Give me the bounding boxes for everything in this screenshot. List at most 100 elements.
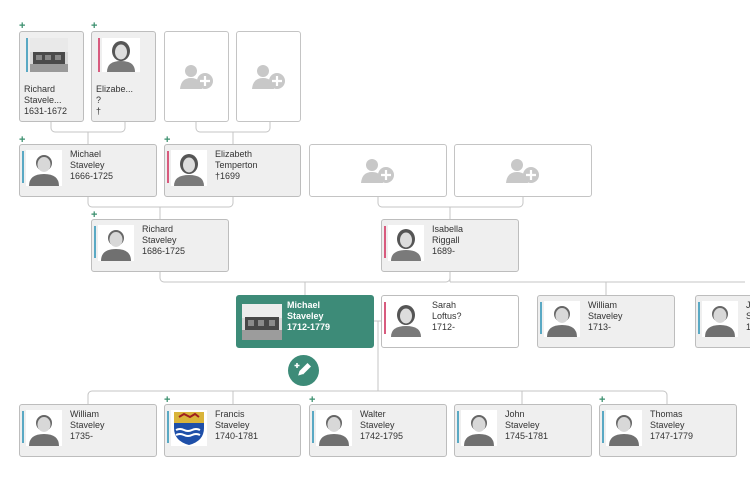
person-surname: Staveley — [588, 311, 623, 321]
person-name: Michael — [287, 300, 321, 310]
person-name: Richard — [24, 84, 56, 94]
male-avatar-icon — [461, 410, 497, 446]
person-name: Walter — [360, 409, 386, 419]
add-person-icon — [506, 158, 539, 183]
person-surname: Staveley — [215, 420, 250, 430]
plus-icon[interactable]: + — [19, 134, 26, 146]
gender-bar — [98, 38, 100, 72]
person-dates: 1631-1672 — [24, 106, 68, 116]
person-dates: 1742-1795 — [360, 431, 404, 441]
plus-icon[interactable]: + — [164, 134, 171, 146]
child-card[interactable]: William Staveley 1735- — [19, 404, 157, 457]
gender-bar — [22, 411, 24, 443]
person-name: Richard — [142, 224, 174, 234]
person-dates: † — [96, 106, 102, 116]
sibling-card[interactable]: William Staveley 1713- — [537, 295, 675, 348]
parent-card[interactable]: Isabella Riggall 1689- — [381, 219, 519, 272]
male-avatar-icon — [544, 301, 580, 337]
photo-thumbnail — [30, 38, 68, 72]
person-dates: 1747-1779 — [650, 431, 694, 441]
person-surname: ? — [96, 95, 102, 105]
plus-icon[interactable]: + — [91, 209, 98, 221]
edit-button[interactable] — [288, 355, 319, 386]
person-dates: 1 — [746, 322, 750, 333]
person-name: William — [588, 300, 617, 310]
person-dates: 1689- — [432, 246, 456, 256]
person-name: Isabella — [432, 224, 464, 234]
person-surname: Staveley — [360, 420, 395, 430]
gender-bar — [22, 151, 24, 183]
person-surname: Staveley — [70, 420, 105, 430]
gender-bar — [167, 151, 169, 183]
person-name: William — [70, 409, 99, 419]
focus-person-card[interactable]: Michael Staveley 1712-1779 — [236, 295, 374, 348]
child-card[interactable]: Thomas Staveley 1747-1779 — [599, 404, 737, 457]
person-name: Michael — [70, 149, 102, 159]
person-surname: Staveley — [650, 420, 685, 430]
ancestor-card[interactable]: Elizabeth Temperton †1699 — [164, 144, 301, 197]
gender-bar — [457, 411, 459, 443]
photo-thumbnail — [242, 304, 282, 340]
child-card[interactable]: Francis Staveley 1740-1781 — [164, 404, 301, 457]
plus-icon[interactable]: + — [19, 20, 26, 32]
person-name: J — [746, 300, 750, 311]
gender-bar — [94, 226, 96, 258]
person-dates: 1735- — [70, 431, 94, 441]
ancestor-card[interactable]: Richard Stavele... 1631-1672 — [19, 31, 84, 122]
person-name: Francis — [215, 409, 245, 419]
person-dates: 1712- — [432, 322, 456, 332]
plus-icon[interactable]: + — [164, 394, 171, 406]
sibling-card[interactable]: J S 1 — [695, 295, 750, 348]
gender-bar — [602, 411, 604, 443]
person-surname: Loftus? — [432, 311, 462, 321]
plus-icon[interactable]: + — [91, 20, 98, 32]
add-person-icon — [179, 64, 213, 89]
person-dates: 1745-1781 — [505, 431, 549, 441]
coat-of-arms-image — [171, 410, 207, 446]
person-surname: S — [746, 311, 750, 322]
person-surname: Staveley — [70, 160, 105, 170]
add-person-icon — [251, 64, 285, 89]
person-name: Sarah — [432, 300, 457, 310]
female-avatar-icon — [388, 301, 424, 337]
gender-bar — [698, 302, 700, 334]
gender-bar — [167, 411, 169, 443]
add-parent-card[interactable] — [164, 31, 229, 122]
male-avatar-icon — [26, 410, 62, 446]
person-surname: Stavele... — [24, 95, 62, 105]
gender-bar — [384, 226, 386, 258]
add-parent-card[interactable] — [454, 144, 592, 197]
person-surname: Riggall — [432, 235, 460, 245]
gender-bar — [26, 38, 28, 72]
add-parent-card[interactable] — [236, 31, 301, 122]
person-dates: 1666-1725 — [70, 171, 114, 181]
person-dates: 1686-1725 — [142, 246, 186, 256]
plus-icon[interactable]: + — [599, 394, 606, 406]
person-surname: Temperton — [215, 160, 258, 170]
male-avatar-icon — [702, 301, 738, 337]
person-dates: 1713- — [588, 322, 612, 332]
add-person-icon — [361, 158, 394, 183]
female-avatar-icon — [171, 150, 207, 186]
female-avatar-icon — [102, 38, 140, 72]
person-surname: Staveley — [505, 420, 540, 430]
child-card[interactable]: John Staveley 1745-1781 — [454, 404, 592, 457]
male-avatar-icon — [316, 410, 352, 446]
plus-icon[interactable]: + — [309, 394, 316, 406]
person-name: Elizabeth — [215, 149, 253, 159]
child-card[interactable]: Walter Staveley 1742-1795 — [309, 404, 447, 457]
person-name: John — [505, 409, 525, 419]
ancestor-card[interactable]: Elizabe... ? † — [91, 31, 156, 122]
add-parent-card[interactable] — [309, 144, 447, 197]
gender-bar — [540, 302, 542, 334]
male-avatar-icon — [606, 410, 642, 446]
person-dates: †1699 — [215, 171, 241, 181]
edit-pencil-icon — [294, 363, 311, 377]
male-avatar-icon — [26, 150, 62, 186]
ancestor-card[interactable]: Michael Staveley 1666-1725 — [19, 144, 157, 197]
person-name: Elizabe... — [96, 84, 134, 94]
parent-card[interactable]: Richard Staveley 1686-1725 — [91, 219, 229, 272]
spouse-card[interactable]: Sarah Loftus? 1712- — [381, 295, 519, 348]
gender-bar — [312, 411, 314, 443]
